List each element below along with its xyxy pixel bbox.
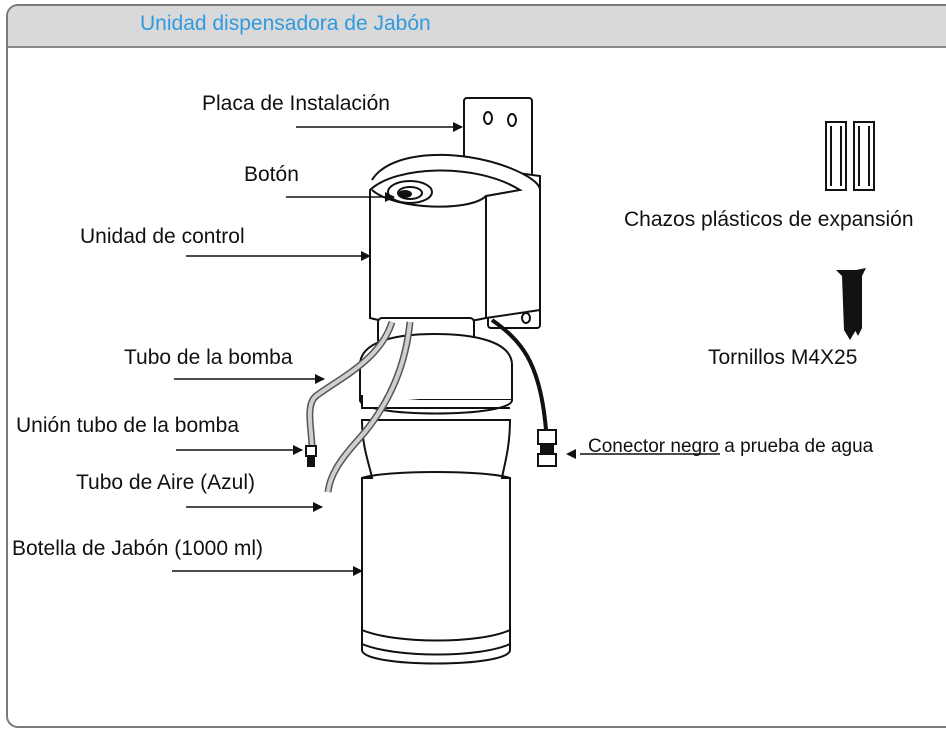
plastic-anchors (825, 121, 875, 191)
control-unit (369, 153, 541, 325)
label-anchors: Chazos plásticos de expansión (624, 208, 914, 231)
label-button: Botón (244, 163, 299, 186)
label-pump-tube: Tubo de la bomba (124, 346, 293, 369)
label-mounting-plate: Placa de Instalación (202, 92, 390, 115)
label-pump-tube-joint: Unión tubo de la bomba (16, 414, 239, 437)
tubes (306, 320, 414, 493)
soap-bottle (359, 332, 513, 665)
label-screws: Tornillos M4X25 (708, 346, 858, 369)
diagram-title: Unidad dispensadora de Jabón (140, 12, 431, 35)
label-air-tube: Tubo de Aire (Azul) (76, 471, 255, 494)
connector-leader (566, 449, 720, 459)
screws (836, 268, 866, 340)
header-bar: Unidad dispensadora de Jabón (8, 6, 946, 48)
label-connector: Conector negro a prueba de agua (588, 436, 874, 457)
connector-cable (490, 318, 557, 467)
pump-tube-joint (305, 445, 317, 467)
leader-arrows (172, 122, 463, 576)
label-control-unit: Unidad de control (80, 225, 245, 248)
label-soap-bottle: Botella de Jabón (1000 ml) (12, 537, 263, 560)
